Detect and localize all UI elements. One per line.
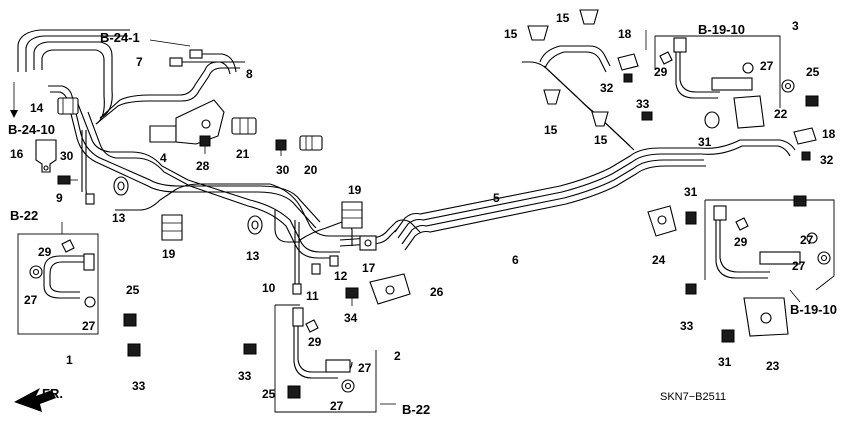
- callout-17: 17: [362, 261, 376, 275]
- callout-10: 10: [262, 281, 276, 295]
- callout-15b: 15: [556, 11, 570, 25]
- callout-33c: 33: [636, 97, 650, 111]
- section-references: B-24-1 B-24-10 B-22 B-22 B-19-10 B-19-10: [8, 22, 837, 417]
- callout-19b: 19: [162, 247, 176, 261]
- callout-15a: 15: [504, 27, 518, 41]
- brake-pipe-5-6: [394, 45, 796, 251]
- ref-b19-10-top: B-19-10: [698, 22, 745, 37]
- callout-28: 28: [196, 159, 210, 173]
- callout-6: 6: [512, 253, 519, 267]
- callout-27c: 27: [358, 361, 372, 375]
- callout-29c: 29: [654, 65, 668, 79]
- callout-31a: 31: [698, 135, 712, 149]
- callout-13b: 13: [246, 249, 260, 263]
- callout-33b: 33: [238, 369, 252, 383]
- callout-27b: 27: [82, 319, 96, 333]
- callout-27f: 27: [800, 233, 814, 247]
- callout-19a: 19: [348, 183, 362, 197]
- callout-15c: 15: [544, 123, 558, 137]
- callout-12: 12: [334, 269, 348, 283]
- ref-b19-10-right: B-19-10: [790, 302, 837, 317]
- callout-13a: 13: [112, 211, 126, 225]
- callout-8: 8: [246, 67, 253, 81]
- front-arrow-icon: [14, 388, 56, 412]
- callout-31b: 31: [684, 185, 698, 199]
- callout-16: 16: [10, 147, 24, 161]
- callout-24: 24: [652, 253, 666, 267]
- callout-29d: 29: [734, 235, 748, 249]
- callout-25c: 25: [806, 65, 820, 79]
- callout-31c: 31: [718, 355, 732, 369]
- callout-5: 5: [493, 191, 500, 205]
- callout-33a: 33: [132, 379, 146, 393]
- hose-assembly-1: [17, 233, 99, 335]
- callout-29a: 29: [38, 245, 52, 259]
- callout-18b: 18: [822, 127, 836, 141]
- callout-25b: 25: [262, 387, 276, 401]
- hose-assembly-3-bottom: [704, 199, 835, 291]
- ref-b22-left: B-22: [10, 208, 38, 223]
- part-callouts: 1 2 3 4 5 6 7 8 9 10 11 12 13 13 14 15 1…: [10, 11, 836, 413]
- ref-b24-1: B-24-1: [100, 30, 140, 45]
- ref-b22-bottom: B-22: [402, 402, 430, 417]
- callout-23: 23: [766, 359, 780, 373]
- hose-assembly-2: [274, 304, 377, 413]
- callout-30a: 30: [60, 149, 74, 163]
- callout-11: 11: [306, 289, 319, 303]
- hose-assembly-3-top: [654, 35, 795, 108]
- callout-26: 26: [430, 285, 444, 299]
- ref-b24-10: B-24-10: [8, 122, 55, 137]
- callout-4: 4: [160, 151, 167, 165]
- callout-33d: 33: [680, 319, 694, 333]
- callout-32b: 32: [820, 153, 834, 167]
- ref-arrows: [10, 30, 801, 405]
- brake-pipe-bundle-center: [187, 179, 360, 286]
- callout-27e: 27: [760, 59, 774, 73]
- callout-30b: 30: [276, 163, 290, 177]
- callout-15d: 15: [594, 133, 608, 147]
- diagram-code: SKN7−B2511: [660, 391, 726, 403]
- callout-32a: 32: [600, 81, 614, 95]
- callout-25a: 25: [126, 283, 140, 297]
- callout-2: 2: [394, 349, 401, 363]
- callout-27d: 27: [330, 399, 344, 413]
- callout-34: 34: [344, 311, 358, 325]
- callout-1: 1: [66, 353, 73, 367]
- callout-7: 7: [136, 55, 143, 69]
- callout-21: 21: [236, 147, 250, 161]
- small-parts: [35, 9, 819, 399]
- callout-20: 20: [304, 163, 318, 177]
- callout-27a: 27: [24, 293, 38, 307]
- callout-29b: 29: [308, 335, 322, 349]
- callout-14: 14: [30, 101, 44, 115]
- callout-9: 9: [56, 191, 63, 205]
- front-label: FR.: [42, 386, 63, 401]
- callout-22: 22: [774, 107, 788, 121]
- callout-27g: 27: [792, 259, 806, 273]
- callout-18a: 18: [618, 27, 632, 41]
- callout-3: 3: [792, 19, 799, 33]
